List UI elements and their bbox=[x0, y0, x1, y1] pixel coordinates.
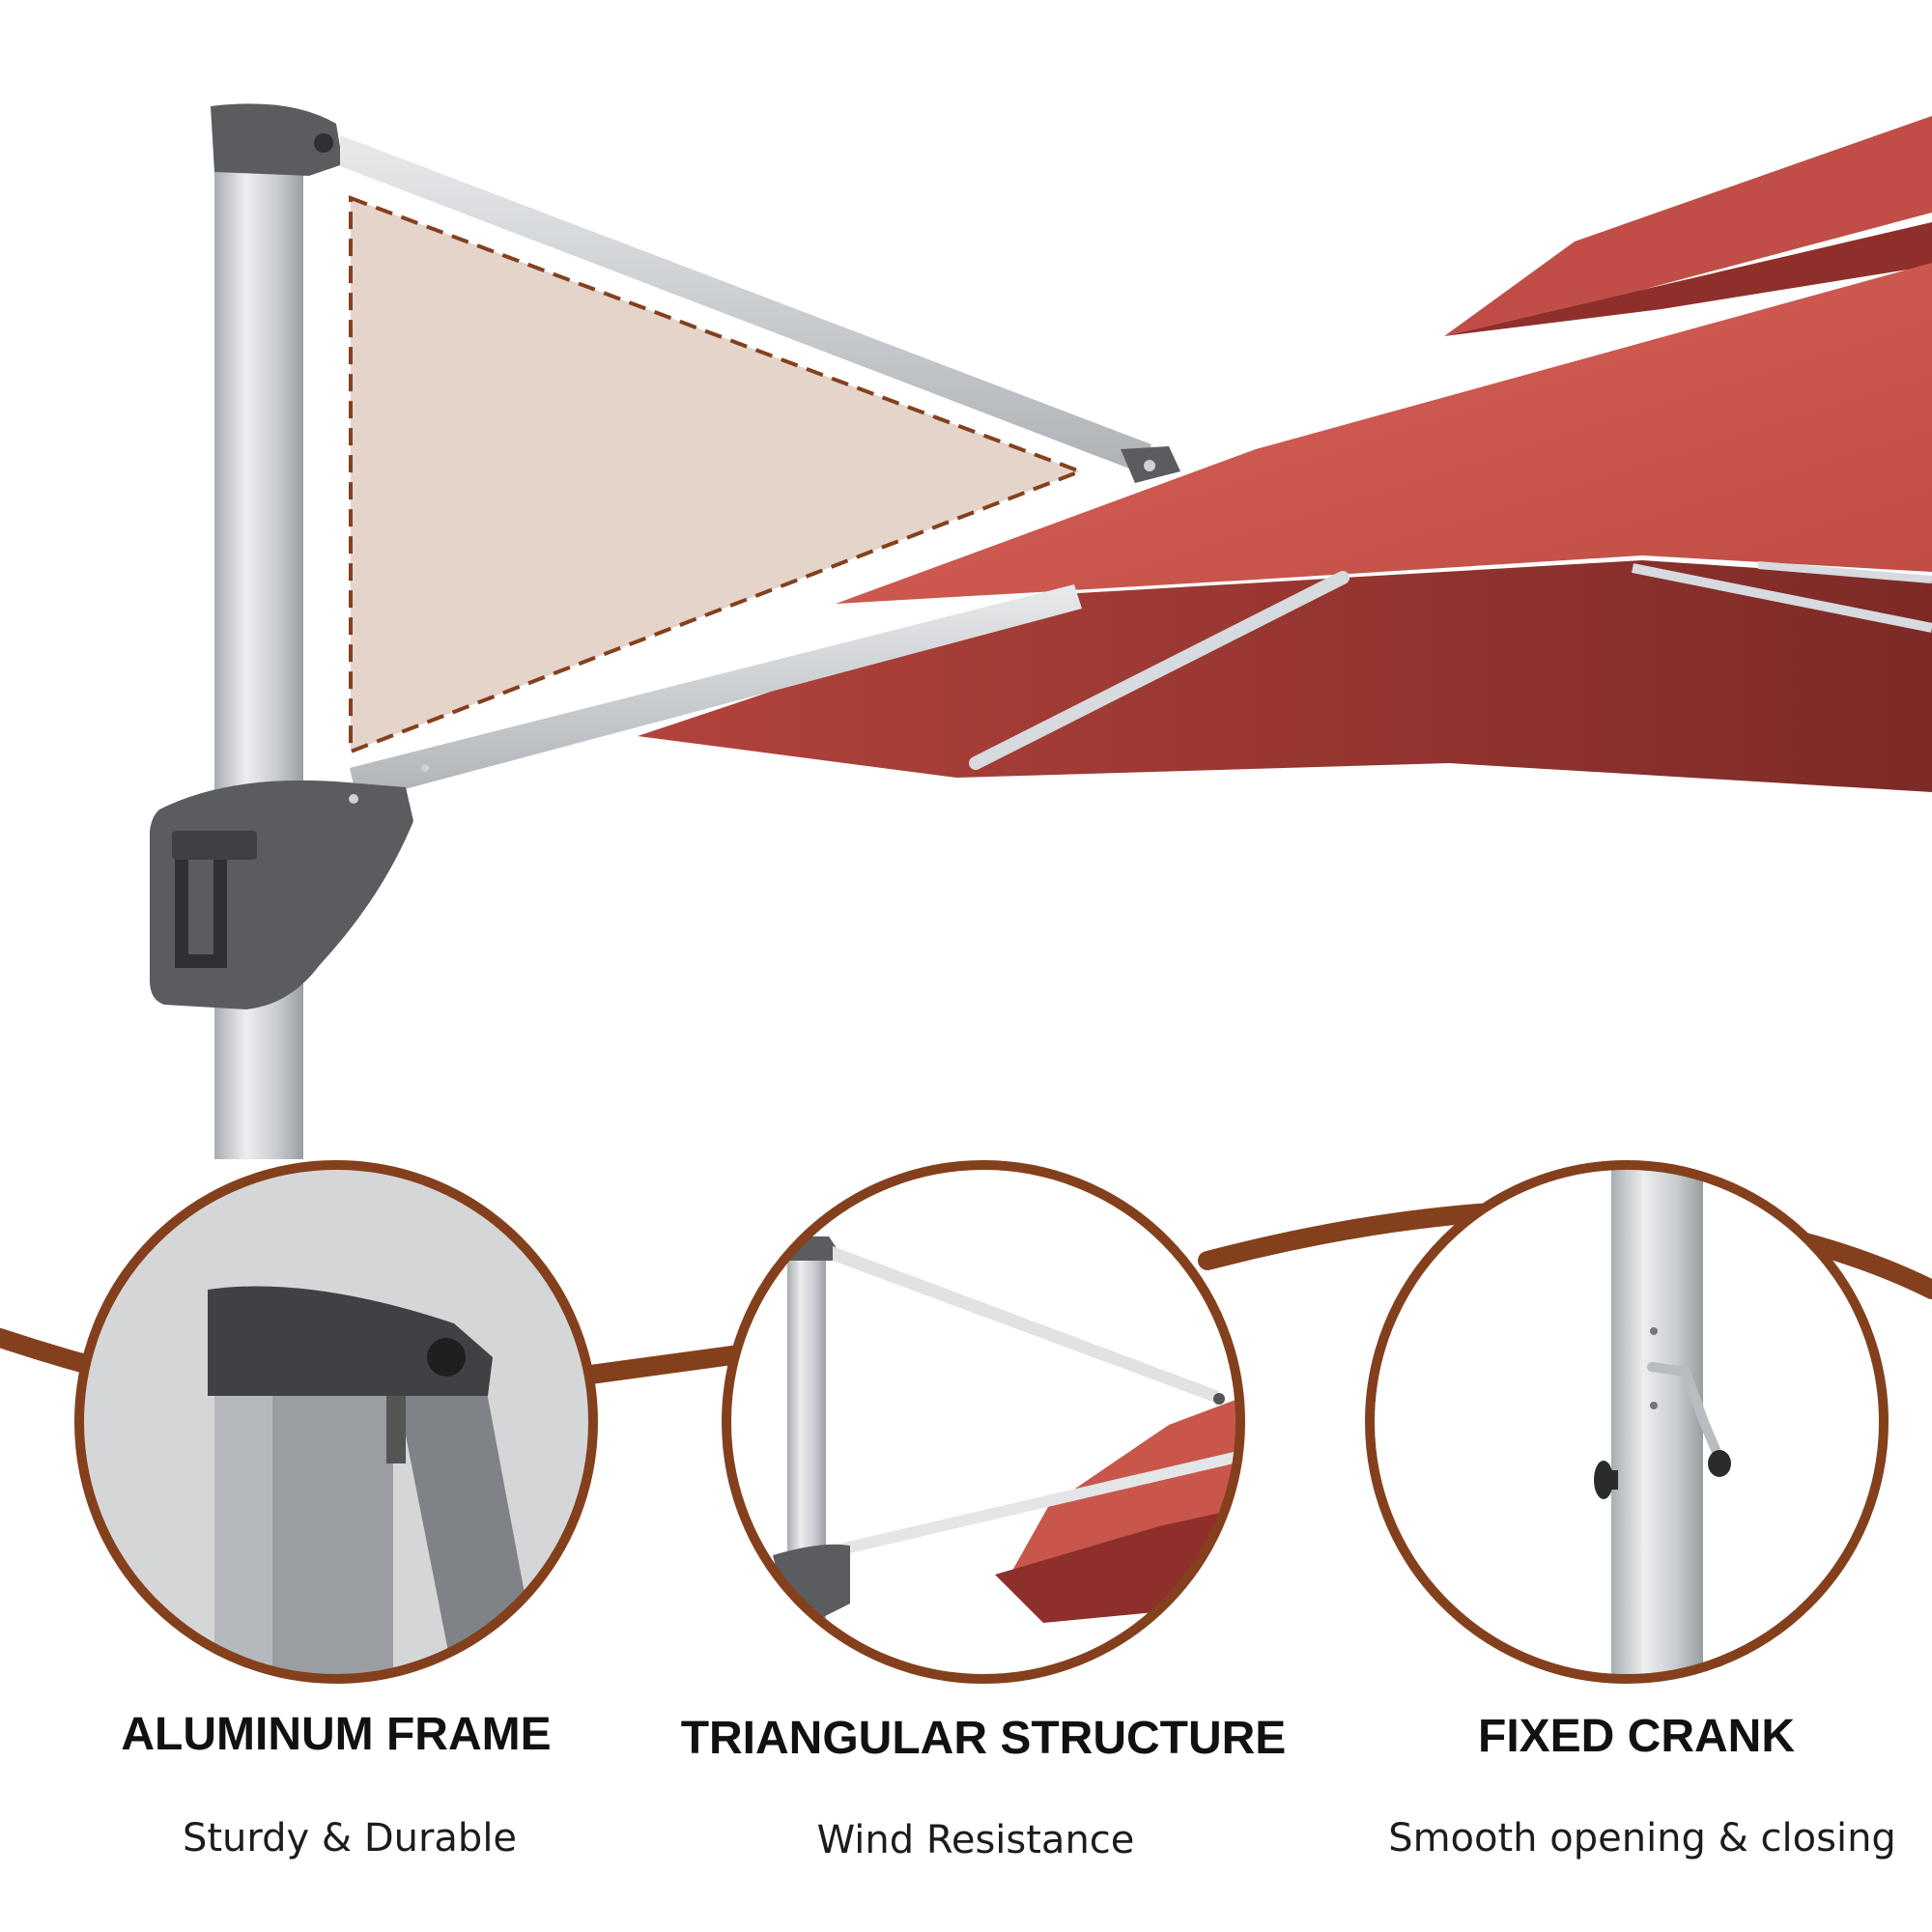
triangle-highlight bbox=[349, 195, 1086, 754]
crank-handle-closeup-icon bbox=[1647, 1362, 1724, 1463]
handle-grip bbox=[172, 831, 257, 860]
feature-circle-aluminum-frame bbox=[74, 1160, 598, 1684]
feature-subtitle-aluminum-frame: Sturdy & Durable bbox=[182, 1816, 518, 1861]
feature-circle-triangular-structure bbox=[722, 1160, 1245, 1684]
pole-bracket bbox=[150, 780, 413, 1009]
feature-title-fixed-crank: FIXED CRANK bbox=[1477, 1711, 1796, 1762]
feature-subtitle-triangular-structure: Wind Resistance bbox=[816, 1818, 1135, 1862]
feature-title-aluminum-frame: ALUMINUM FRAME bbox=[121, 1709, 552, 1760]
feature-circle-fixed-crank bbox=[1365, 1160, 1889, 1684]
pole-top-cap bbox=[211, 103, 343, 176]
umbrella-main bbox=[150, 103, 1932, 1159]
canopy-top-vent bbox=[1444, 116, 1932, 336]
upper-strut bbox=[340, 135, 1151, 473]
canopy-main bbox=[836, 263, 1932, 604]
canopy-underside bbox=[638, 560, 1932, 792]
lower-arm bbox=[350, 584, 1082, 802]
feature-title-triangular-structure: TRIANGULAR STRUCTURE bbox=[680, 1713, 1287, 1764]
pole-joint-closeup-icon bbox=[393, 1372, 541, 1679]
triangle-frame-closeup-icon bbox=[833, 1246, 1219, 1403]
feature-subtitle-fixed-crank: Smooth opening & closing bbox=[1388, 1816, 1896, 1861]
